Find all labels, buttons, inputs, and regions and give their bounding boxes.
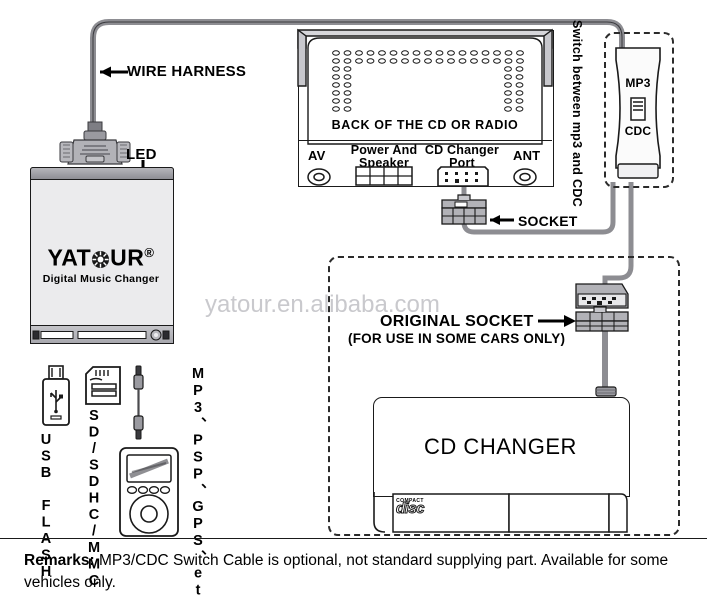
compact-disc-logo: COMPACT disc	[395, 498, 425, 517]
device-top-edge	[30, 167, 174, 180]
wire-harness-outline	[92, 21, 623, 140]
cd-changer-unit-body	[373, 397, 630, 497]
power-speaker-line1: Power And	[350, 143, 418, 157]
remarks-text: Remarks: MP3/CDC Switch Cable is optiona…	[24, 550, 684, 594]
switch-module-dashed-region	[604, 32, 674, 188]
cd-changer-port-icon	[437, 166, 489, 187]
switch-mp3-label: MP3	[625, 76, 651, 90]
radio-unit-shell	[297, 28, 553, 145]
ant-jack-icon	[513, 168, 537, 186]
cd-changer-port-line1: CD Changer	[424, 143, 500, 157]
mp3-player-icon	[119, 447, 179, 537]
yatour-logo-icon	[91, 250, 110, 269]
remarks-divider	[0, 538, 707, 539]
changer-plug-icon	[595, 386, 617, 397]
yatour-brand-block: YAT UR® Digital Music Changer	[30, 240, 172, 285]
original-socket-note: (FOR USE IN SOME CARS ONLY)	[348, 331, 566, 346]
yatour-tagline: Digital Music Changer	[42, 272, 160, 285]
ant-port-label: ANT	[513, 148, 541, 163]
cd-changer-dashed-region	[328, 256, 680, 536]
yatour-brand-text: YAT UR®	[30, 240, 172, 271]
cd-changer-tray	[373, 492, 628, 533]
av-port-label: AV	[308, 148, 326, 163]
radio-vent-holes	[332, 50, 524, 112]
sd-card-icon	[85, 366, 121, 405]
switch-to-changer-cable	[602, 182, 634, 286]
sd-card-label: SD/SDHC/MMC	[86, 408, 102, 590]
compact-disc-logo-top: COMPACT	[396, 498, 424, 504]
socket-arrow-icon	[490, 215, 514, 225]
cd-changer-title: CD CHANGER	[424, 434, 577, 459]
wire-harness-arrow-icon	[100, 66, 128, 78]
radio-back-label: BACK OF THE CD OR RADIO	[331, 118, 519, 132]
remarks-body: MP3/CDC Switch Cable is optional, not st…	[24, 552, 669, 591]
switch-to-socket-cable	[461, 182, 616, 235]
remarks-prefix: Remarks:	[24, 552, 95, 569]
device-port-row	[32, 329, 170, 341]
wire-harness-label: WIRE HARNESS	[127, 63, 247, 80]
socket-connector-icon	[441, 194, 487, 225]
watermark: yatour.en.alibaba.com	[205, 291, 440, 318]
aux-devices-label: MP3、PSP、GPS、etc.	[190, 366, 206, 602]
brand-registered: ®	[144, 245, 155, 260]
db-connector-icon	[59, 121, 131, 165]
led-label: LED	[126, 146, 157, 163]
switch-between-label: Switch between mp3 and CDC	[570, 20, 584, 207]
original-socket-pair-icon	[575, 283, 629, 332]
aux-cable-icon	[133, 365, 144, 440]
brand-ur: UR	[110, 244, 145, 271]
usb-flash-label: USB FLASH	[38, 432, 54, 581]
compact-disc-logo-text: disc	[395, 500, 425, 517]
switch-cdc-label: CDC	[624, 124, 652, 138]
original-socket-label: ORIGINAL SOCKET	[380, 313, 534, 330]
radio-panel-divider	[298, 140, 552, 141]
socket-label: SOCKET	[518, 213, 578, 229]
power-speaker-connector-icon	[355, 166, 413, 186]
av-jack-icon	[307, 168, 331, 186]
brand-yat: YAT	[47, 244, 92, 271]
usb-flash-icon	[42, 365, 70, 426]
mp3-cdc-switch-module	[615, 47, 661, 179]
original-socket-arrow-icon	[538, 315, 576, 327]
